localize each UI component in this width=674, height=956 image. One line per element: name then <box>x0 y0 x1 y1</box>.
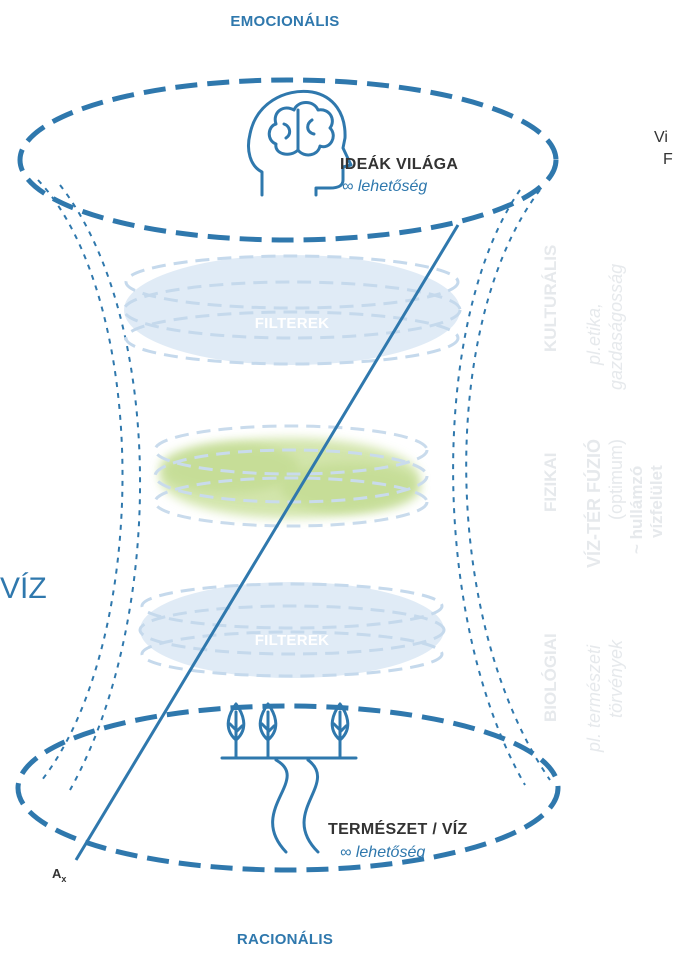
right-cut-label-2: F <box>663 151 673 168</box>
svg-text:(optimum): (optimum) <box>606 439 626 520</box>
ideas-world-title: IDEÁK VILÁGA <box>340 154 458 173</box>
side-column-fizikai: FIZIKAI VÍZ-TÉR FÚZIÓ (optimum) ~ hullám… <box>541 439 666 568</box>
axis-label: Ax <box>52 866 66 884</box>
trees-river-icon <box>220 702 358 854</box>
nature-water-subtitle: ∞ lehetőség <box>340 844 425 861</box>
brain-head-icon <box>247 89 353 197</box>
side-column-kulturalis: KULTURÁLIS pl.etika, gazdaságosság <box>541 245 626 390</box>
filter-disc-upper: FILTEREK <box>122 254 462 366</box>
nature-water-ellipse <box>15 703 561 873</box>
top-label: EMOCIONÁLIS <box>230 13 339 30</box>
svg-text:BIOLÓGIAI: BIOLÓGIAI <box>541 633 560 722</box>
water-space-disc <box>153 424 429 528</box>
filter-label-upper: FILTEREK <box>255 315 330 332</box>
bottom-label: RACIONÁLIS <box>237 931 333 948</box>
diagonal-axis-line <box>74 224 460 861</box>
nature-water-title: TERMÉSZET / VÍZ <box>328 819 468 838</box>
svg-text:KULTURÁLIS: KULTURÁLIS <box>541 245 560 352</box>
svg-text:gazdaságosság: gazdaságosság <box>606 264 626 390</box>
ideas-world-subtitle: ∞ lehetőség <box>342 178 427 195</box>
left-cut-label: VÍZ <box>0 572 47 605</box>
svg-text:pl.etika,: pl.etika, <box>584 303 604 366</box>
side-column-biologiai: BIOLÓGIAI pl. természeti törvények <box>541 633 626 753</box>
svg-text:törvények: törvények <box>606 639 626 718</box>
svg-text:VÍZ-TÉR FÚZIÓ: VÍZ-TÉR FÚZIÓ <box>583 439 604 568</box>
ideas-world-ellipse <box>17 77 559 243</box>
filter-label-lower: FILTEREK <box>255 632 330 649</box>
svg-text:FIZIKAI: FIZIKAI <box>541 453 560 513</box>
hyperboloid-outline <box>37 179 551 791</box>
svg-text:pl. természeti: pl. természeti <box>584 644 604 753</box>
svg-text:~ hullámzó: ~ hullámzó <box>627 466 646 554</box>
filter-disc-lower: FILTEREK <box>138 582 446 678</box>
right-cut-label-1: Vi <box>654 129 668 146</box>
svg-text:vízfelület: vízfelület <box>647 465 666 538</box>
